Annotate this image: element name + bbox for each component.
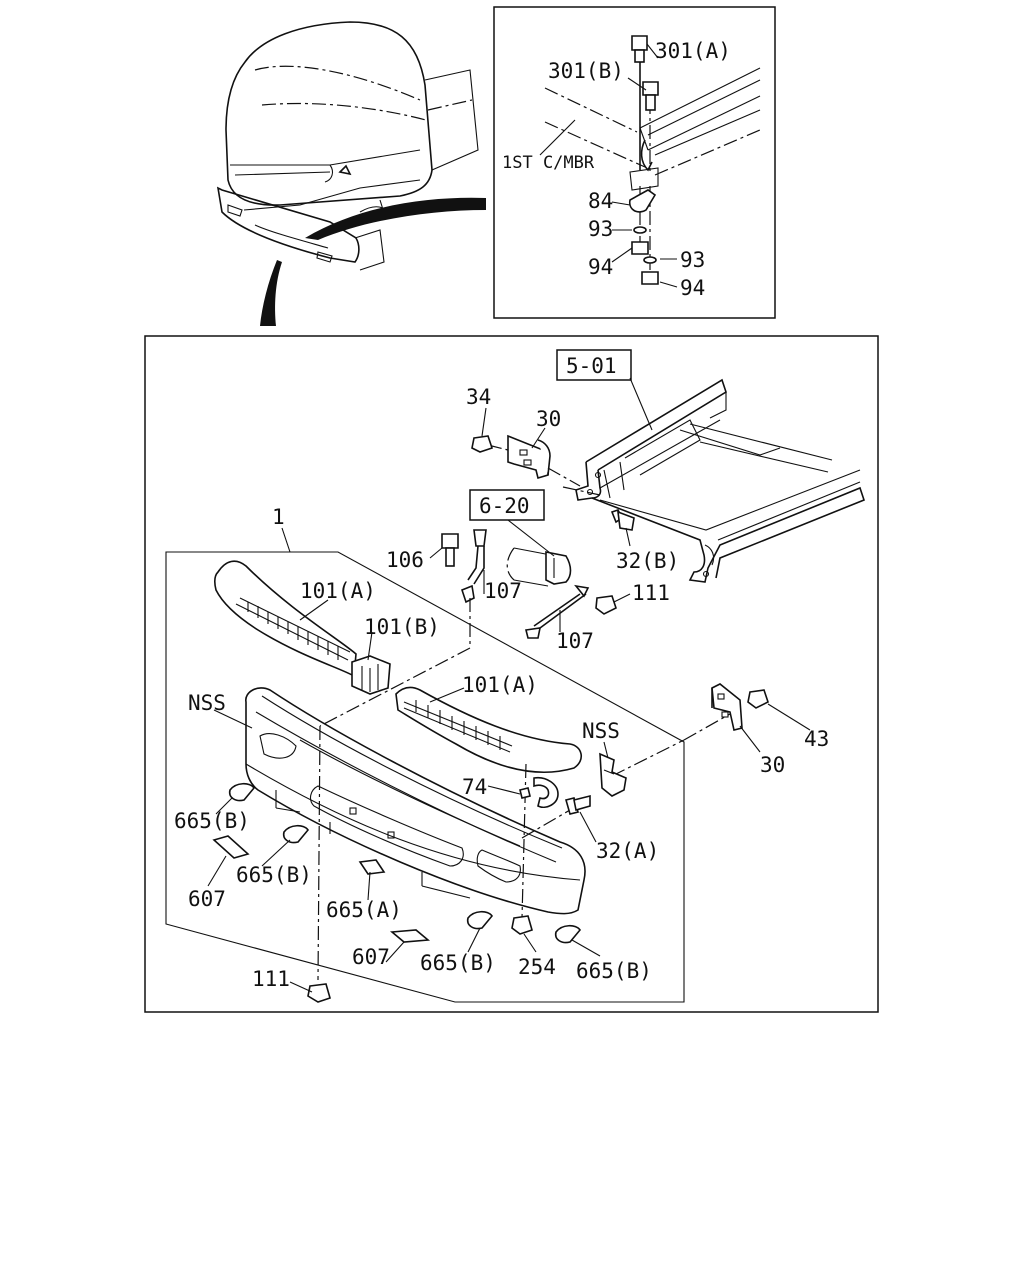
bolt-32b xyxy=(610,509,635,531)
label-101a-right: 101(A) xyxy=(462,673,538,697)
nut-254 xyxy=(511,915,533,935)
label-107-upper: 107 xyxy=(484,579,522,603)
label-301a: 301(A) xyxy=(655,39,731,63)
label-94-right: 94 xyxy=(680,276,705,300)
chassis-frame-drawing xyxy=(562,378,865,583)
label-111-lower: 111 xyxy=(252,967,290,991)
label-43: 43 xyxy=(804,727,829,751)
plate-665b-3 xyxy=(466,910,493,930)
nut-111-lower xyxy=(307,983,331,1003)
label-nss-left: NSS xyxy=(188,691,226,715)
bolt-106 xyxy=(441,533,459,567)
label-84: 84 xyxy=(588,189,613,213)
nut-43 xyxy=(747,689,769,709)
plate-607-2 xyxy=(389,929,431,943)
bumper-trim-101a-left xyxy=(213,560,357,678)
bracket-30-upper xyxy=(487,434,581,487)
bracket-30-lower xyxy=(711,683,743,731)
label-93-right: 93 xyxy=(680,248,705,272)
label-nss-right: NSS xyxy=(582,719,620,743)
nut-111-upper xyxy=(595,595,617,615)
label-106: 106 xyxy=(386,548,424,572)
label-101a-left: 101(A) xyxy=(300,579,376,603)
ref-box-5-01 xyxy=(556,349,632,381)
label-1st-crossmember: 1ST C/MBR xyxy=(502,153,595,173)
nut-34 xyxy=(471,435,494,453)
bumper-assembly-outline xyxy=(165,551,685,1003)
detail-leaders xyxy=(539,43,678,288)
clip-101b xyxy=(351,655,391,695)
main-diagram-frame xyxy=(144,335,879,1013)
detail-box-frame xyxy=(493,6,776,319)
ref-label-6-20: 6-20 xyxy=(479,494,530,518)
label-30-lower: 30 xyxy=(760,753,785,777)
label-607-1: 607 xyxy=(188,887,226,911)
label-101b: 101(B) xyxy=(364,615,440,639)
label-254: 254 xyxy=(518,955,556,979)
label-107-lower: 107 xyxy=(556,629,594,653)
callout-arrow-upper xyxy=(305,197,486,240)
label-34: 34 xyxy=(466,385,491,409)
plate-665b-2 xyxy=(282,824,309,844)
label-665b-3: 665(B) xyxy=(420,951,496,975)
label-1: 1 xyxy=(272,505,285,529)
bracket-6-20 xyxy=(506,547,572,587)
label-32a: 32(A) xyxy=(596,839,659,863)
callout-arrow-lower xyxy=(260,260,282,326)
label-301b: 301(B) xyxy=(548,59,624,83)
label-607-2: 607 xyxy=(352,945,390,969)
main-leaders xyxy=(207,377,811,993)
label-94-left: 94 xyxy=(588,255,613,279)
clip-74 xyxy=(519,776,559,809)
label-665b-4: 665(B) xyxy=(576,959,652,983)
plate-665a xyxy=(358,859,386,875)
ref-box-6-20 xyxy=(469,489,545,521)
bracket-nss-right xyxy=(599,752,627,797)
ref-label-5-01: 5-01 xyxy=(566,354,617,378)
label-32b: 32(B) xyxy=(616,549,679,573)
bumper-trim-101a-right xyxy=(395,686,582,773)
label-665a: 665(A) xyxy=(326,898,402,922)
label-665b-2: 665(B) xyxy=(236,863,312,887)
label-30-upper: 30 xyxy=(536,407,561,431)
bumper-body xyxy=(245,687,586,915)
plate-665b-4 xyxy=(554,924,581,944)
strap-107-diagonal xyxy=(525,584,590,639)
plate-607-1 xyxy=(212,835,250,859)
label-93-left: 93 xyxy=(588,217,613,241)
label-74: 74 xyxy=(462,775,487,799)
truck-cab-illustration xyxy=(216,21,479,271)
bolt-32a xyxy=(565,794,591,815)
plate-665b-1 xyxy=(228,782,255,802)
label-111-upper: 111 xyxy=(632,581,670,605)
label-665b-1: 665(B) xyxy=(174,809,250,833)
detail-crossmember-drawing xyxy=(544,35,761,285)
strap-107-vertical xyxy=(461,529,487,604)
